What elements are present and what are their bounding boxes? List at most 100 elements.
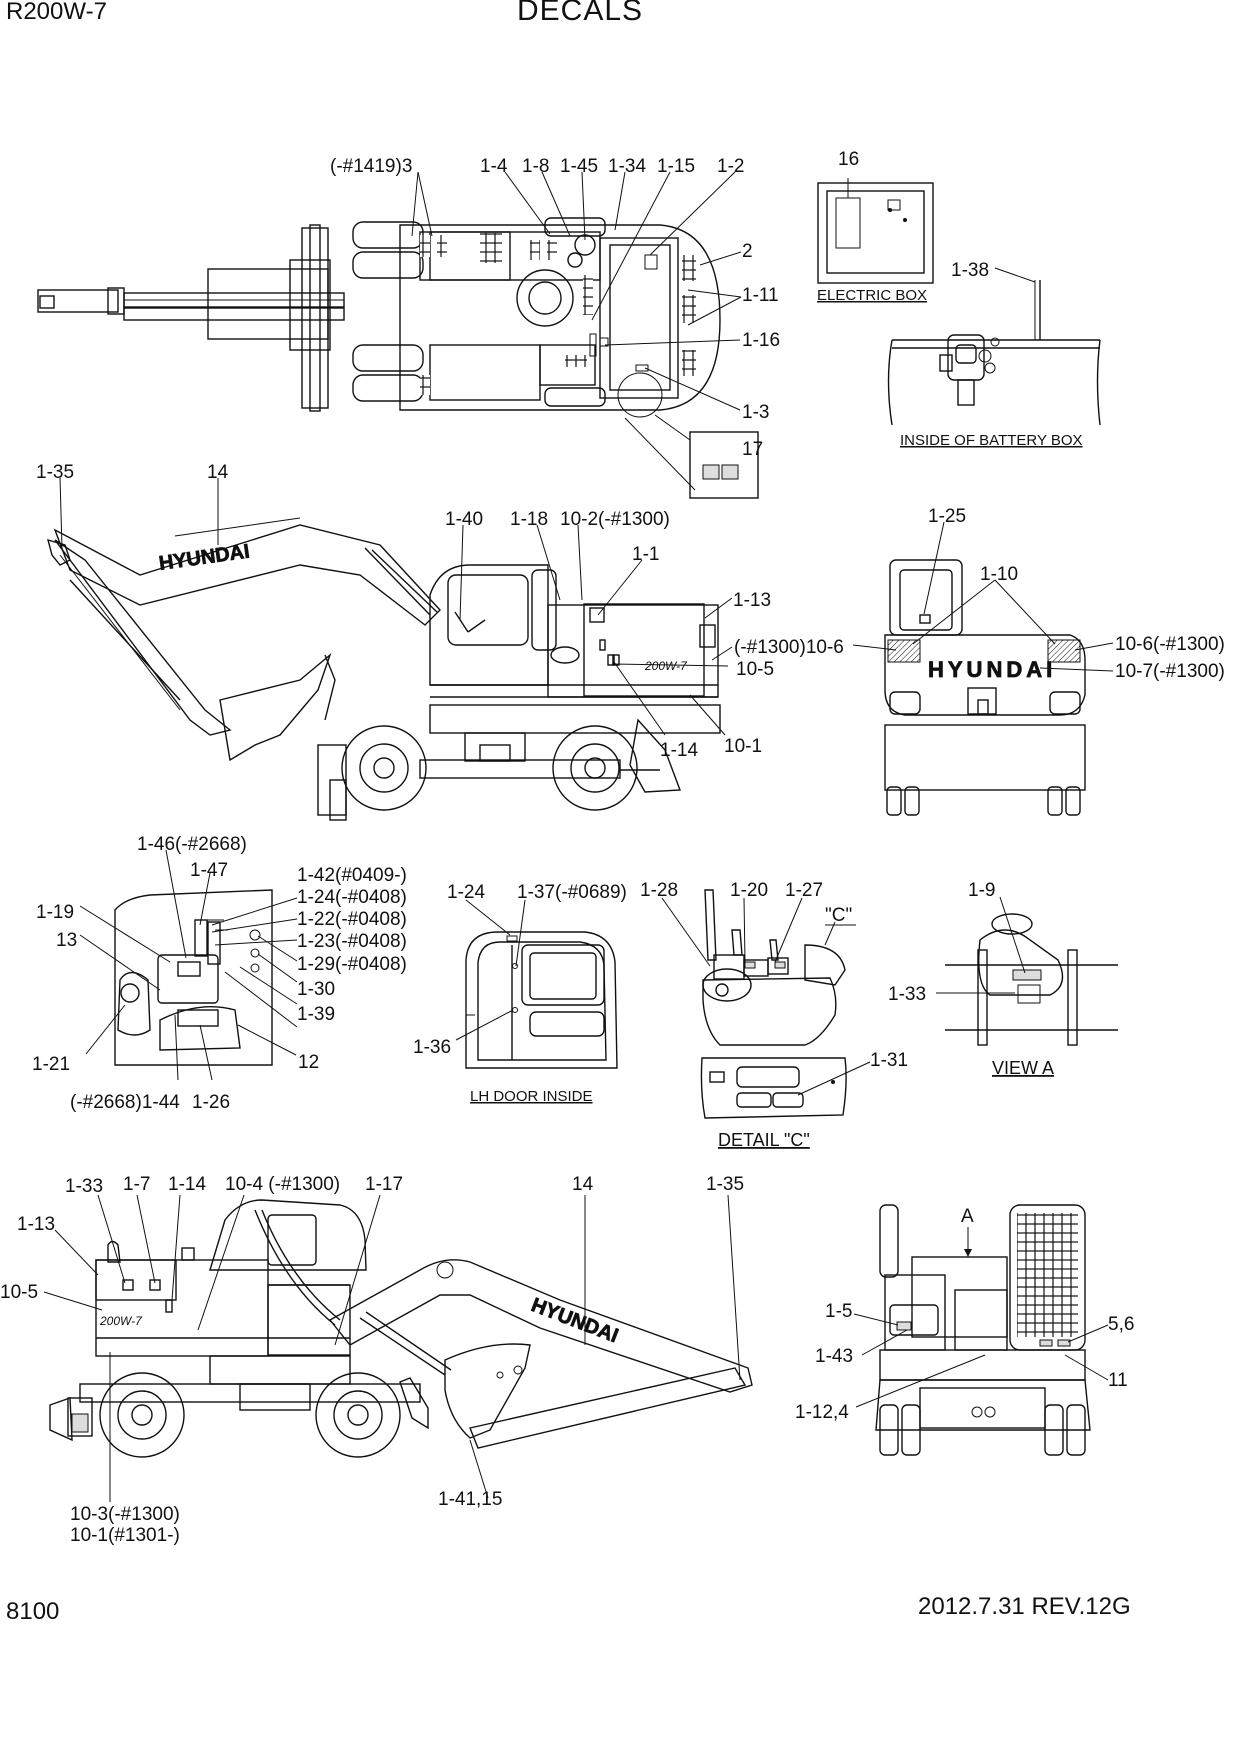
callout: 1-23(-#0408) bbox=[297, 931, 407, 952]
callout: 10-2(-#1300) bbox=[560, 509, 670, 530]
callout: 1-25 bbox=[928, 506, 966, 527]
callout: 1-24 bbox=[447, 882, 485, 903]
top-tires bbox=[352, 217, 606, 407]
caption-electric-box: ELECTRIC BOX bbox=[817, 287, 927, 304]
caption-battery-box: INSIDE OF BATTERY BOX bbox=[900, 432, 1083, 449]
callout: 1-21 bbox=[32, 1054, 70, 1075]
callout: 1-46(-#2668) bbox=[137, 834, 247, 855]
callout: 1-38 bbox=[951, 260, 989, 281]
model-badge-left: 200W-7 bbox=[644, 659, 688, 673]
model-code: R200W-7 bbox=[6, 0, 107, 25]
callout: 1-15 bbox=[657, 156, 695, 177]
callout: 1-34 bbox=[608, 156, 646, 177]
callout: 1-13 bbox=[17, 1214, 55, 1235]
front-view-leaders bbox=[853, 1313, 1109, 1408]
rear-view-drawing: HYUNDAI bbox=[884, 559, 1086, 816]
battery-box-drawing: 1-38 INSIDE OF BATTERY BOX bbox=[887, 260, 1101, 449]
callout: 1-47 bbox=[190, 860, 228, 881]
callout: 1-33 bbox=[888, 984, 926, 1005]
callout: 16 bbox=[838, 149, 859, 170]
callout: 10-1(#1301-) bbox=[70, 1525, 180, 1546]
callout: 1-43 bbox=[815, 1346, 853, 1367]
callout: 1-14 bbox=[168, 1174, 206, 1195]
callout: 1-45 bbox=[560, 156, 598, 177]
callout: 1-18 bbox=[510, 509, 548, 530]
callout: 14 bbox=[572, 1174, 594, 1195]
callout: 10-3(-#1300) bbox=[70, 1504, 180, 1525]
callout: 1-22(-#0408) bbox=[297, 909, 407, 930]
front-view-drawing bbox=[875, 1204, 1091, 1456]
callout: 1-42(#0409-) bbox=[297, 865, 407, 886]
lh-door-drawing bbox=[465, 931, 618, 1069]
callout: 12 bbox=[298, 1052, 319, 1073]
callout: (-#1300)10-6 bbox=[734, 637, 844, 658]
callout: 1-14 bbox=[660, 740, 698, 761]
top-view-leaders bbox=[411, 171, 742, 411]
callout: (-#2668)1-44 bbox=[70, 1092, 180, 1113]
lh-door-leaders bbox=[455, 899, 526, 1041]
model-badge-right: 200W-7 bbox=[99, 1314, 143, 1328]
callout: 1-26 bbox=[192, 1092, 230, 1113]
a-marker: A bbox=[961, 1206, 974, 1227]
callout: 1-27 bbox=[785, 880, 823, 901]
view-a-drawing: 1-9 1-33 VIEW A bbox=[888, 880, 1118, 1078]
callout: 10-7(-#1300) bbox=[1115, 661, 1225, 682]
callout: 1-7 bbox=[123, 1174, 150, 1195]
right-side-view-leaders bbox=[43, 1194, 741, 1502]
callout: 1-11 bbox=[742, 285, 779, 306]
callout: 1-35 bbox=[706, 1174, 744, 1195]
console-drawing: 1-28 1-20 1-27 "C" bbox=[640, 880, 856, 1046]
callout: 1-17 bbox=[365, 1174, 403, 1195]
callout: 10-6(-#1300) bbox=[1115, 634, 1225, 655]
right-side-view-labels: 1-33 1-7 1-14 10-4 (-#1300) 1-17 14 1-35… bbox=[0, 1174, 744, 1546]
callout: 1-12,4 bbox=[795, 1402, 849, 1423]
callout: 17 bbox=[742, 439, 763, 460]
callout: 2 bbox=[742, 241, 753, 262]
page-title: DECALS bbox=[517, 0, 644, 27]
callout: 13 bbox=[56, 930, 77, 951]
caption-detail-c: DETAIL "C" bbox=[718, 1130, 810, 1150]
caption-view-a: VIEW A bbox=[992, 1058, 1054, 1078]
callout: 1-1 bbox=[632, 544, 659, 565]
right-side-view-drawing: 200W-7 HYUNDAI bbox=[49, 1199, 753, 1458]
brand-boom-left: HYUNDAI bbox=[158, 540, 251, 574]
callout: 1-29(-#0408) bbox=[297, 954, 407, 975]
callout: 10-5 bbox=[736, 659, 774, 680]
callout: 1-37(-#0689) bbox=[517, 882, 627, 903]
callout: 1-31 bbox=[870, 1050, 908, 1071]
top-view-labels: (-#1419)3 1-4 1-8 1-45 1-34 1-15 1-2 2 1… bbox=[330, 156, 780, 460]
callout: 10-5 bbox=[0, 1282, 38, 1303]
callout: 1-4 bbox=[480, 156, 508, 177]
electric-box-drawing: 16 ELECTRIC BOX bbox=[817, 149, 934, 304]
page-number: 8100 bbox=[6, 1598, 60, 1625]
callout: 1-2 bbox=[717, 156, 744, 177]
callout: 1-30 bbox=[297, 979, 335, 1000]
detail-c-drawing: 1-31 DETAIL "C" bbox=[700, 1050, 908, 1150]
left-side-view-labels: 1-35 14 1-40 1-18 10-2(-#1300) 1-1 1-13 … bbox=[36, 462, 844, 761]
callout: 14 bbox=[207, 462, 229, 483]
callout: 1-28 bbox=[640, 880, 678, 901]
callout: 1-39 bbox=[297, 1004, 335, 1025]
callout: 1-3 bbox=[742, 402, 769, 423]
left-side-view-leaders bbox=[59, 477, 733, 736]
callout: 1-10 bbox=[980, 564, 1018, 585]
callout: 1-19 bbox=[36, 902, 74, 923]
callout: 1-36 bbox=[413, 1037, 451, 1058]
top-view-drawing bbox=[37, 217, 759, 499]
brand-rear: HYUNDAI bbox=[928, 657, 1056, 682]
caption-lh-door: LH DOOR INSIDE bbox=[470, 1088, 593, 1105]
callout: (-#1419)3 bbox=[330, 156, 412, 177]
cab-interior-drawing bbox=[114, 889, 273, 1066]
callout: 1-13 bbox=[733, 590, 771, 611]
front-view-labels: A 1-5 1-43 1-12,4 5,6 11 bbox=[795, 1206, 1134, 1423]
revision-date: 2012.7.31 REV.12G bbox=[918, 1593, 1131, 1620]
c-marker: "C" bbox=[825, 905, 852, 926]
callout: 1-33 bbox=[65, 1176, 103, 1197]
callout: 1-41,15 bbox=[438, 1489, 502, 1510]
callout: 1-9 bbox=[968, 880, 995, 901]
callout: 1-16 bbox=[742, 330, 780, 351]
callout: 1-20 bbox=[730, 880, 768, 901]
callout: 1-5 bbox=[825, 1301, 852, 1322]
callout: 1-8 bbox=[522, 156, 549, 177]
